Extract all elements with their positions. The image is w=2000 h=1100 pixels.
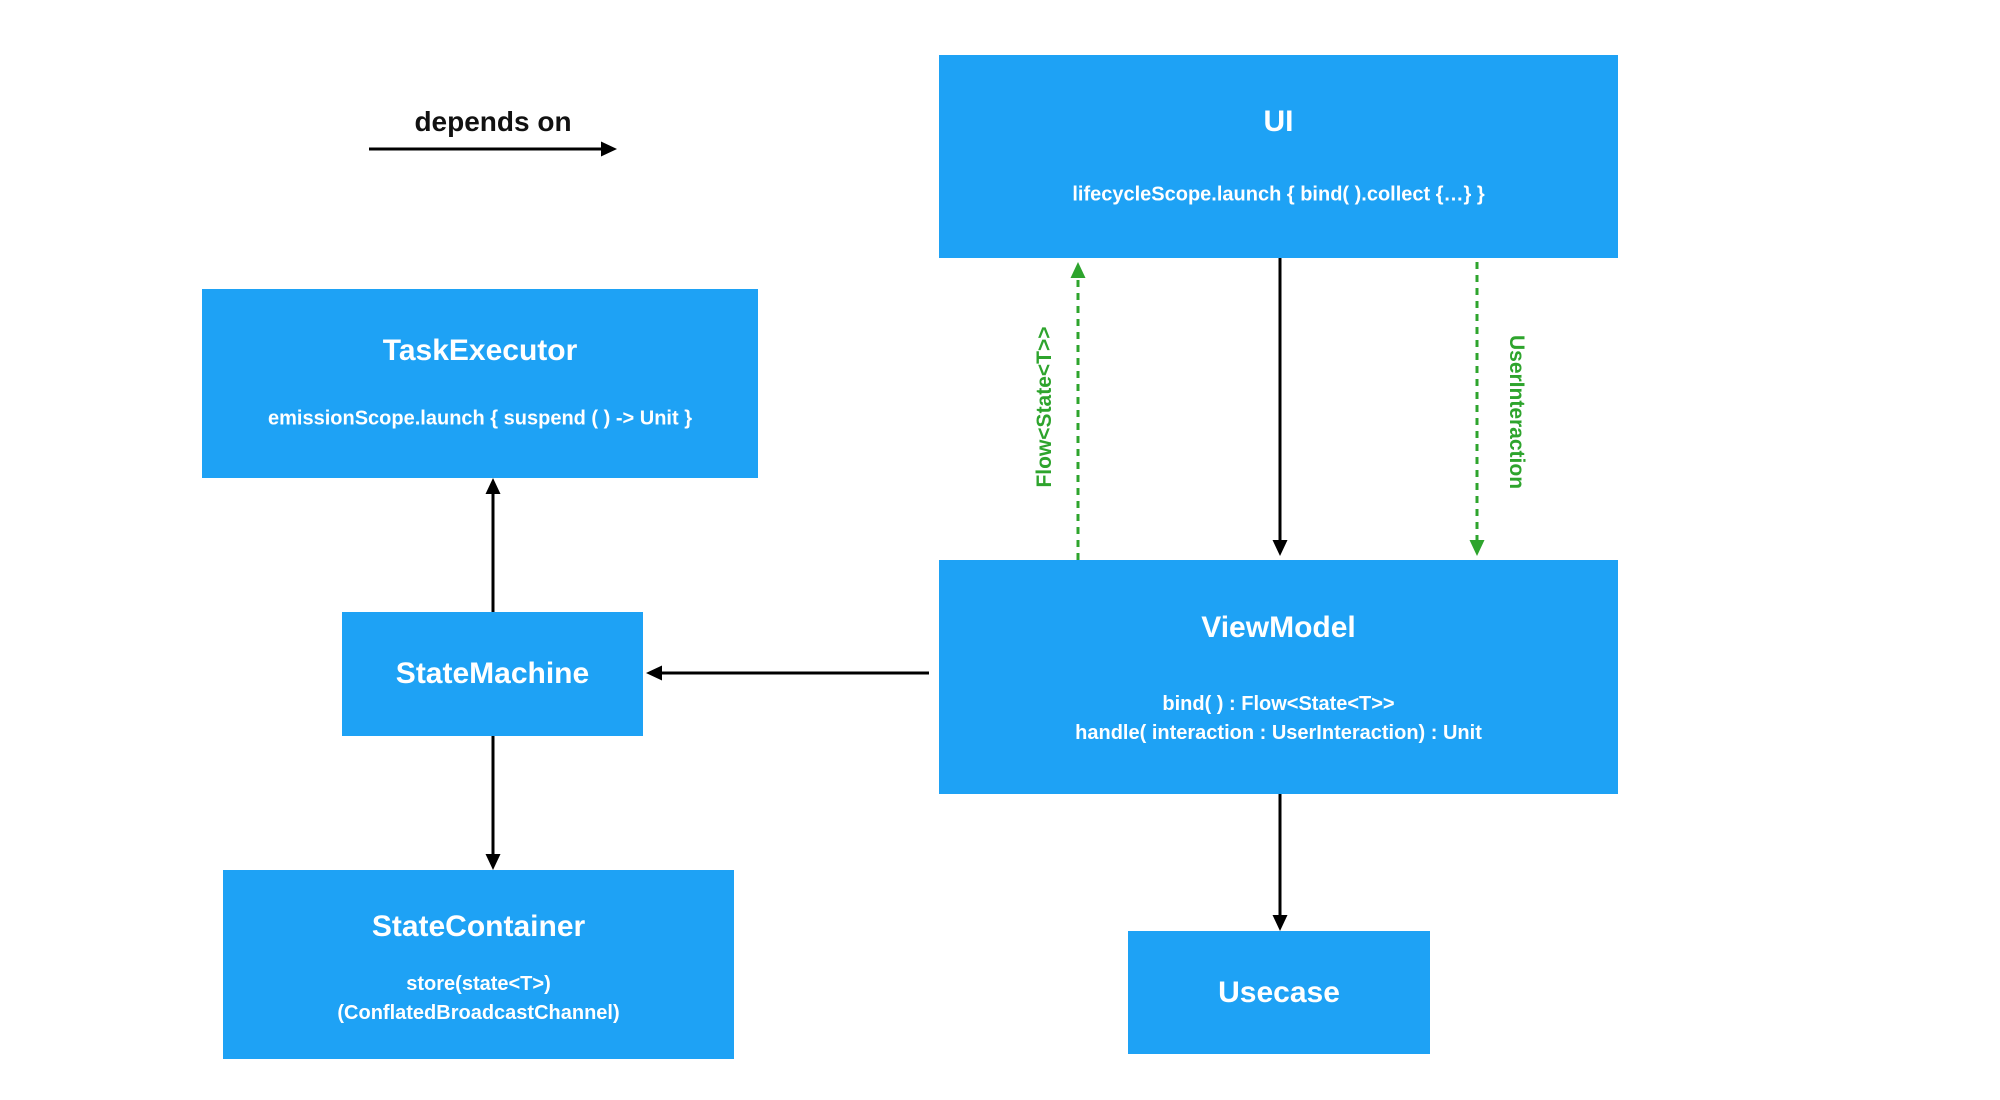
node-usecase: Usecase bbox=[1128, 931, 1430, 1054]
node-ui-subtitle: lifecycleScope.launch { bind( ).collect … bbox=[1072, 183, 1485, 206]
arrow-statemachine-to-statecontainer bbox=[485, 736, 501, 870]
node-statecontainer: StateContainer store(state<T>) (Conflate… bbox=[223, 870, 734, 1059]
arrow-viewmodel-to-usecase bbox=[1272, 794, 1288, 931]
node-statecontainer-detail-channel: (ConflatedBroadcastChannel) bbox=[337, 1001, 620, 1024]
node-taskexecutor-title: TaskExecutor bbox=[382, 334, 578, 368]
node-viewmodel-title: ViewModel bbox=[1201, 610, 1356, 644]
node-taskexecutor: TaskExecutor emissionScope.launch { susp… bbox=[202, 289, 758, 478]
node-viewmodel: ViewModel bind( ) : Flow<State<T>> handl… bbox=[939, 560, 1618, 794]
node-ui-title: UI bbox=[1263, 104, 1294, 138]
node-statemachine-title: StateMachine bbox=[395, 657, 590, 690]
node-statemachine: StateMachine bbox=[342, 612, 643, 736]
arrow-ui-to-viewmodel-userinteraction bbox=[1469, 262, 1485, 556]
node-statecontainer-title: StateContainer bbox=[371, 909, 586, 943]
node-taskexecutor-subtitle: emissionScope.launch { suspend ( ) -> Un… bbox=[268, 407, 692, 430]
flow-state-edge-label: Flow<State<T>> bbox=[1033, 326, 1056, 488]
arrow-viewmodel-to-ui-flow bbox=[1070, 262, 1086, 560]
arrow-viewmodel-to-statemachine bbox=[646, 665, 929, 681]
legend-arrow bbox=[369, 141, 617, 157]
arrow-ui-to-viewmodel bbox=[1272, 258, 1288, 556]
node-statecontainer-details: store(state<T>) (ConflatedBroadcastChann… bbox=[337, 970, 619, 1028]
legend-depends-on-label: depends on bbox=[414, 106, 572, 137]
node-viewmodel-method-bind: bind( ) : Flow<State<T>> bbox=[1162, 693, 1395, 716]
node-usecase-title: Usecase bbox=[1218, 975, 1340, 1009]
node-viewmodel-methods: bind( ) : Flow<State<T>> handle( interac… bbox=[1075, 690, 1482, 748]
userinteraction-edge-label: UserInteraction bbox=[1505, 334, 1528, 490]
node-viewmodel-method-handle: handle( interaction : UserInteraction) :… bbox=[1075, 722, 1482, 745]
arrow-statemachine-to-taskexecutor bbox=[485, 478, 501, 612]
node-statecontainer-detail-store: store(state<T>) bbox=[406, 972, 551, 995]
node-ui: UI lifecycleScope.launch { bind( ).colle… bbox=[939, 55, 1618, 258]
